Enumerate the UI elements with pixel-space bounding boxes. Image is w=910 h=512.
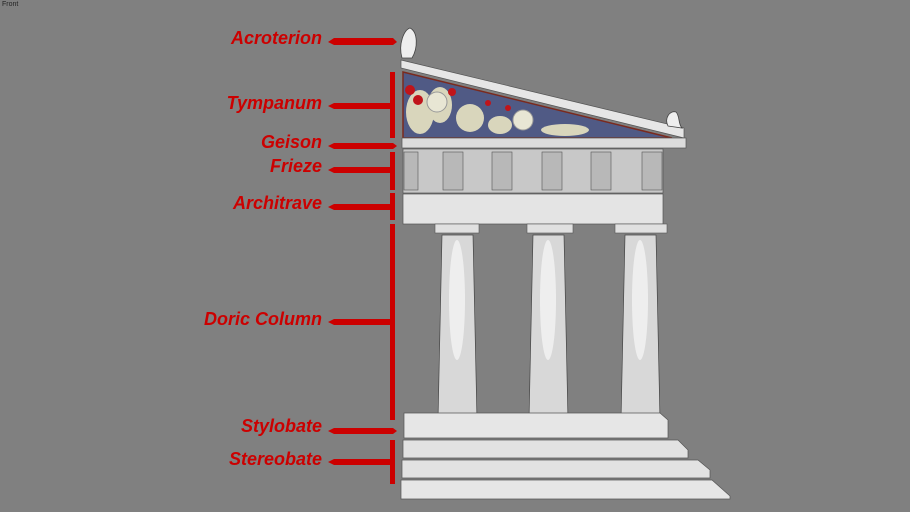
label-doric-column: Doric Column (203, 309, 322, 329)
stereobate-step-3 (400, 479, 731, 500)
column (434, 223, 480, 421)
sculpture-figures (406, 87, 589, 136)
label-acroterion: Acroterion (230, 28, 322, 48)
architrave (402, 193, 664, 225)
geison (401, 137, 687, 149)
pointer-arrows (328, 38, 397, 484)
stereobate-step-2 (401, 459, 711, 479)
label-geison: Geison (260, 132, 322, 152)
label-architrave: Architrave (232, 193, 322, 213)
doric-columns (434, 223, 668, 421)
frieze (402, 148, 664, 194)
label-frieze: Frieze (269, 156, 322, 176)
label-stylobate: Stylobate (240, 416, 322, 436)
stereobate-step-1 (402, 439, 689, 459)
label-stereobate: Stereobate (228, 449, 322, 469)
label-tympanum: Tympanum (226, 93, 322, 113)
column (526, 223, 574, 421)
stylobate (403, 412, 669, 439)
column (614, 223, 668, 421)
view-label: Front (2, 1, 19, 8)
triglyphs (403, 151, 663, 191)
sculpture-red-accents (405, 85, 511, 111)
corner-acroterion (666, 111, 684, 129)
acroterion-ornament (400, 27, 417, 59)
